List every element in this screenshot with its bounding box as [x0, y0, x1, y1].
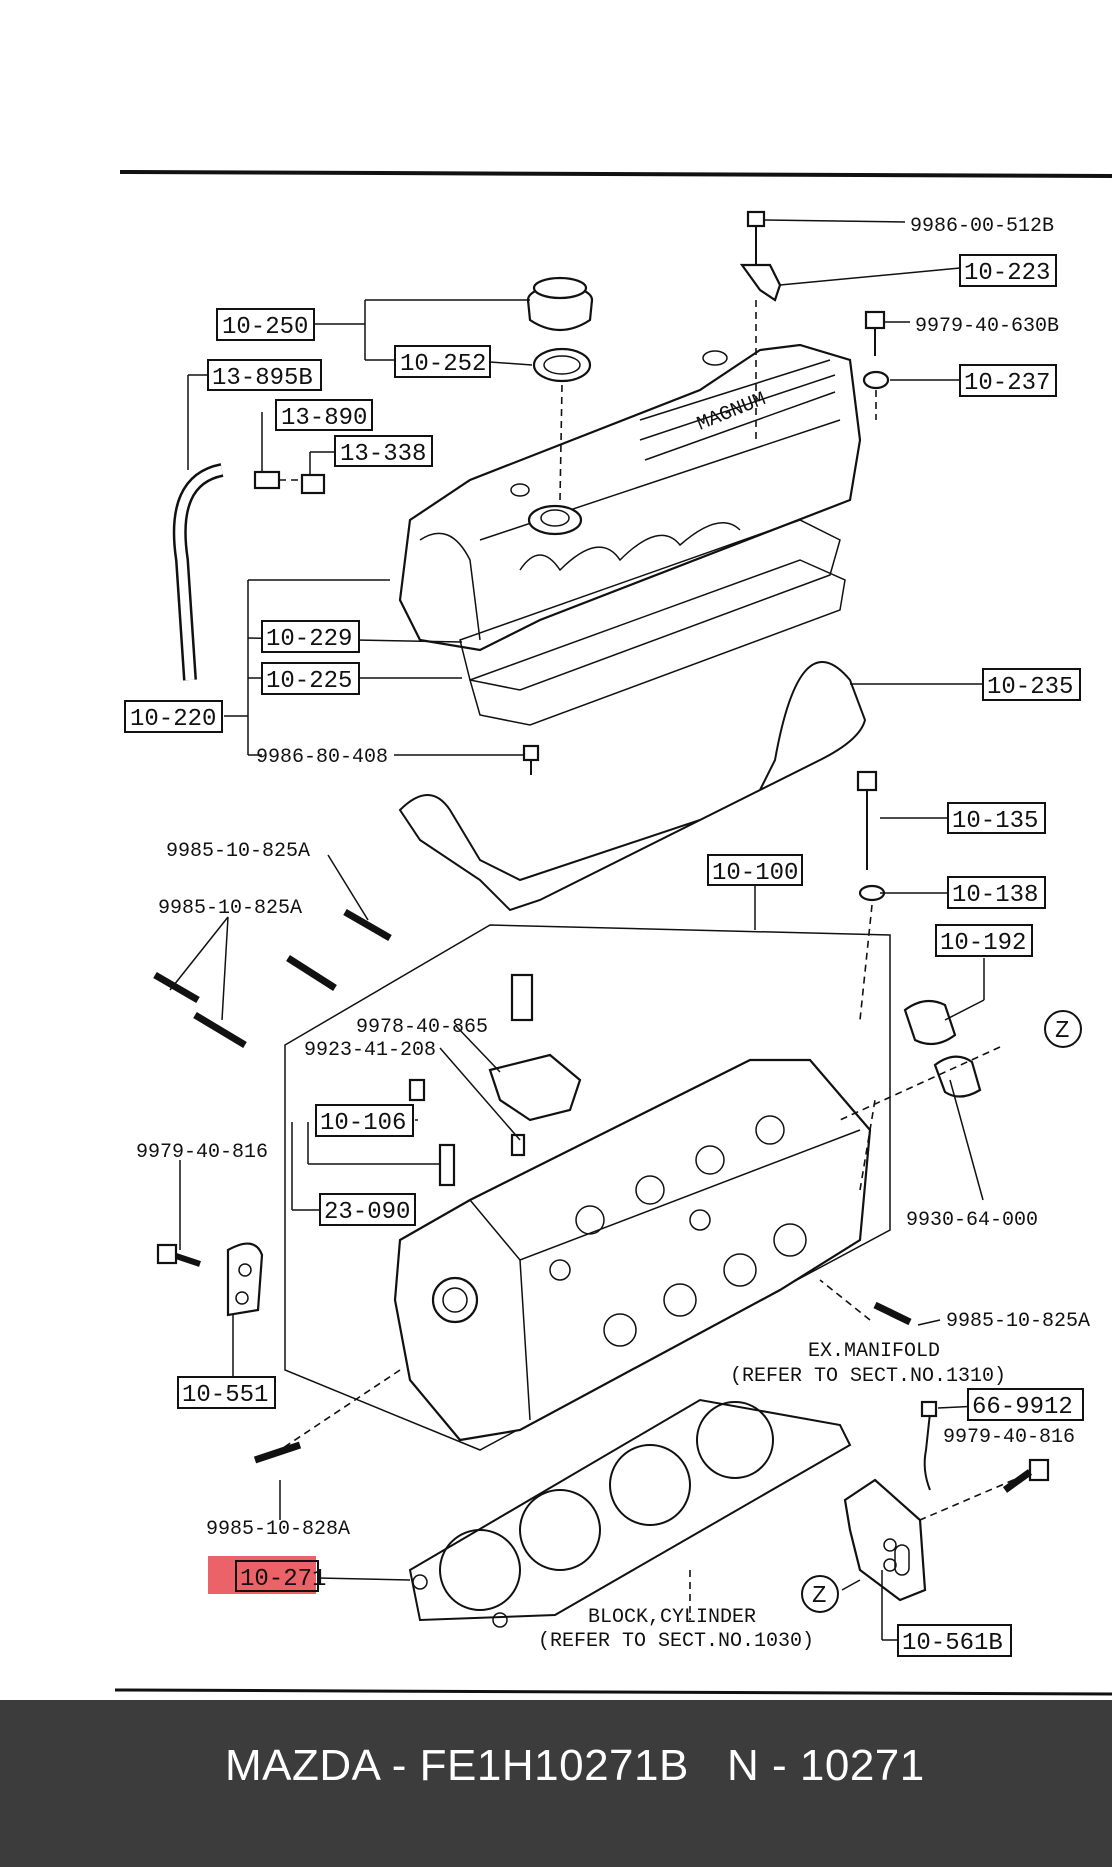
- callout-10-271[interactable]: 10-271: [235, 1560, 326, 1593]
- label-ex-manifold: EX.MANIFOLD: [808, 1340, 940, 1363]
- svg-text:10-220: 10-220: [130, 706, 216, 733]
- label-block-cylinder-ref: (REFER TO SECT.NO.1030): [538, 1630, 814, 1653]
- svg-text:10-252: 10-252: [400, 351, 486, 378]
- sensor-wire: [923, 1412, 931, 1491]
- valve-guide: [438, 1143, 456, 1187]
- svg-text:10-135: 10-135: [952, 808, 1038, 835]
- svg-text:10-192: 10-192: [940, 930, 1026, 957]
- callout-10-220[interactable]: 10-220: [124, 700, 223, 733]
- bolt-816: [156, 1243, 201, 1267]
- callout-13-890[interactable]: 13-890: [275, 399, 373, 432]
- label-9978-40-865: 9978-40-865: [356, 1016, 488, 1039]
- callout-10-551[interactable]: 10-551: [177, 1376, 276, 1409]
- bracket-bolt: [739, 210, 782, 440]
- svg-text:Z: Z: [1055, 1018, 1069, 1045]
- highlight-10-271: [208, 1556, 316, 1594]
- oil-cap: [526, 276, 594, 501]
- svg-text:10-229: 10-229: [266, 626, 352, 653]
- callout-13-338[interactable]: 13-338: [334, 435, 433, 468]
- label-9985-10-828a: 9985-10-828A: [206, 1518, 350, 1541]
- svg-text:10-271: 10-271: [240, 1566, 326, 1593]
- cover-bolt: [862, 310, 890, 420]
- z-marker-1: Z: [1044, 1010, 1082, 1048]
- valve-seal: [408, 1078, 426, 1102]
- head-gasket: [408, 1398, 852, 1628]
- bracket-561b: [843, 1478, 927, 1602]
- svg-text:10-551: 10-551: [182, 1382, 268, 1409]
- grommet: [300, 473, 326, 495]
- plate-551: [226, 1242, 264, 1317]
- svg-text:13-338: 13-338: [340, 441, 426, 468]
- label-9923-41-208: 9923-41-208: [304, 1039, 436, 1062]
- svg-text:10-235: 10-235: [987, 674, 1073, 701]
- svg-text:10-223: 10-223: [964, 260, 1050, 287]
- svg-text:10-106: 10-106: [320, 1110, 406, 1137]
- callout-10-561b[interactable]: 10-561B: [897, 1624, 1012, 1657]
- small-bolt: [522, 744, 540, 775]
- callout-10-100[interactable]: 10-100: [707, 854, 803, 887]
- cover-gasket-2: [469, 559, 846, 726]
- callout-10-229[interactable]: 10-229: [261, 620, 360, 653]
- callout-10-237[interactable]: 10-237: [959, 364, 1057, 397]
- callout-13-895b[interactable]: 13-895B: [207, 359, 322, 392]
- svg-text:10-237: 10-237: [964, 370, 1050, 397]
- z-marker-2: Z: [801, 1575, 839, 1613]
- callout-10-135[interactable]: 10-135: [947, 802, 1046, 835]
- part-number-banner: MAZDA - FE1H10271B N - 10271: [0, 1700, 1112, 1867]
- callout-10-192[interactable]: 10-192: [935, 924, 1033, 957]
- studs: [153, 908, 912, 1464]
- svg-text:13-890: 13-890: [281, 405, 367, 432]
- label-9985-10-825a-1: 9985-10-825A: [166, 840, 310, 863]
- top-rule: [119, 170, 1112, 178]
- bolt-816-b: [1002, 1458, 1050, 1493]
- callout-10-250[interactable]: 10-250: [216, 308, 315, 341]
- svg-text:10-225: 10-225: [266, 668, 352, 695]
- head-bolt-long: [856, 770, 886, 1021]
- leader-lines: [169, 219, 1001, 1641]
- expansion-plugs: [903, 999, 982, 1098]
- svg-text:10-561B: 10-561B: [902, 1630, 1003, 1657]
- callout-66-9912[interactable]: 66-9912: [967, 1388, 1084, 1421]
- parts-diagram: MAGNUM: [114, 170, 1112, 1696]
- rocker-cap: [488, 973, 582, 1157]
- label-block-cylinder: BLOCK,CYLINDER: [588, 1606, 756, 1629]
- head-gasket-upper: [398, 661, 867, 912]
- callout-23-090[interactable]: 23-090: [319, 1193, 416, 1226]
- label-9930-64-000: 9930-64-000: [906, 1209, 1038, 1232]
- callout-10-252[interactable]: 10-252: [394, 345, 491, 378]
- callout-10-223[interactable]: 10-223: [959, 254, 1057, 287]
- label-9986-00-512b: 9986-00-512B: [910, 215, 1054, 238]
- svg-text:66-9912: 66-9912: [972, 1394, 1073, 1421]
- cylinder-head: [393, 1058, 872, 1442]
- svg-text:10-100: 10-100: [712, 860, 798, 887]
- head-frame: [284, 924, 891, 1451]
- label-9986-80-408: 9986-80-408: [256, 746, 388, 769]
- bottom-rule: [114, 1688, 1112, 1696]
- svg-text:13-895B: 13-895B: [212, 365, 313, 392]
- valve-cover: MAGNUM: [398, 343, 862, 652]
- label-ex-manifold-ref: (REFER TO SECT.NO.1310): [730, 1365, 1006, 1388]
- callout-10-106[interactable]: 10-106: [315, 1104, 414, 1137]
- svg-text:10-250: 10-250: [222, 314, 308, 341]
- callout-10-138[interactable]: 10-138: [947, 876, 1046, 909]
- label-9985-10-825a-2: 9985-10-825A: [158, 897, 302, 920]
- svg-text:23-090: 23-090: [324, 1199, 410, 1226]
- label-9979-40-816-2: 9979-40-816: [943, 1426, 1075, 1449]
- label-9979-40-816-1: 9979-40-816: [136, 1141, 268, 1164]
- svg-text:Z: Z: [812, 1583, 826, 1610]
- callout-10-235[interactable]: 10-235: [982, 668, 1081, 701]
- callout-10-225[interactable]: 10-225: [261, 662, 360, 695]
- svg-text:10-138: 10-138: [952, 882, 1038, 909]
- label-9979-40-630b: 9979-40-630B: [915, 315, 1059, 338]
- part-number-text: MAZDA - FE1H10271B N - 10271: [225, 1740, 925, 1790]
- sensor-66-9912: [920, 1400, 938, 1418]
- label-9985-10-825a-3: 9985-10-825A: [946, 1310, 1090, 1333]
